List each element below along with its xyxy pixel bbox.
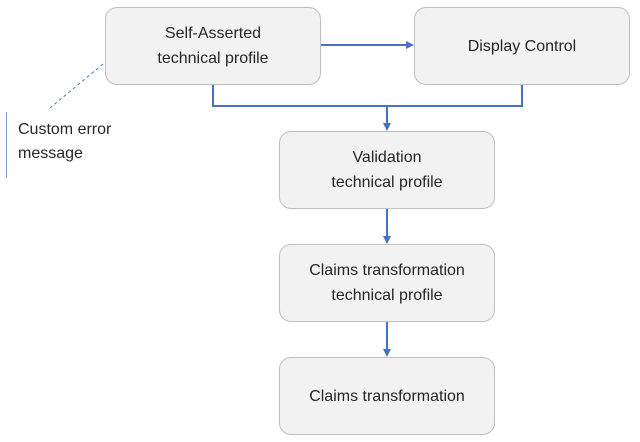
node-label-line: Claims transformation xyxy=(309,387,465,405)
node-label-line: technical profile xyxy=(331,287,443,304)
node-claims-transformation: Claims transformation xyxy=(279,357,495,435)
node-label-line: technical profile xyxy=(331,174,443,191)
node-label-line: Validation xyxy=(352,149,422,166)
node-self-asserted-technical-profile: Self-Asserted technical profile xyxy=(105,7,321,85)
node-label-line: Self-Asserted xyxy=(164,25,262,42)
node-label-line: Display Control xyxy=(467,37,577,55)
callout-bracket xyxy=(6,112,7,178)
node-display-control: Display Control xyxy=(414,7,630,85)
node-validation-technical-profile: Validation technical profile xyxy=(279,131,495,209)
callout-line: Custom error xyxy=(18,121,112,138)
callout-leader xyxy=(49,63,104,109)
node-claims-transformation-technical-profile: Claims transformation technical profile xyxy=(279,244,495,322)
edge-merge-bracket xyxy=(212,85,523,107)
callout-custom-error-message: Custom error message xyxy=(18,118,111,166)
node-label-line: technical profile xyxy=(157,50,269,67)
callout-line: message xyxy=(18,145,83,162)
node-label-line: Claims transformation xyxy=(309,262,465,279)
